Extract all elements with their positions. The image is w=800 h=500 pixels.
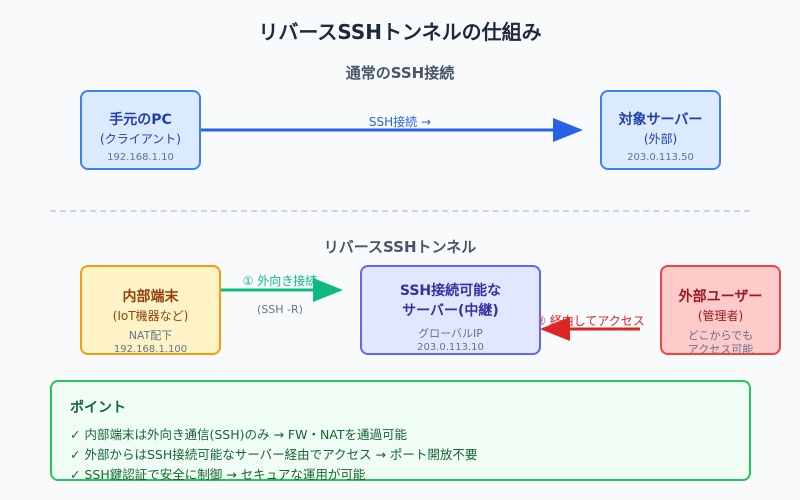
external-user-role: (管理者) (697, 309, 744, 323)
key-points-title: ポイント (70, 400, 126, 416)
client-pc-role: (クライアント) (100, 132, 181, 146)
key-points-box: ポイント ✓ 内部端末は外向き通信(SSH)のみ → FW・NATを通過可能 ✓… (50, 380, 751, 482)
client-pc-node: 手元のPC (クライアント) 192.168.1.10 (80, 90, 201, 170)
key-point-item: ✓ 外部からはSSH接続可能なサーバー経由でアクセス → ポート開放不要 (70, 447, 478, 462)
internal-device-name: 内部端末 (122, 289, 179, 305)
target-server-name: 対象サーバー (618, 112, 703, 128)
relay-server-note: グローバルIP (418, 327, 483, 340)
internal-device-note: NAT配下 (128, 329, 173, 342)
outbound-connection-label: ① 外向き接続 (242, 274, 318, 288)
relay-server-name-line1: SSH接続可能な (399, 283, 502, 299)
internal-device-role: (IoT機器など) (112, 309, 189, 323)
key-point-item: ✓ SSH鍵認証で安全に制御 → セキュアな運用が可能 (70, 467, 366, 482)
ssh-r-label: (SSH -R) (257, 303, 303, 316)
client-pc-name: 手元のPC (109, 112, 172, 128)
target-server-node: 対象サーバー (外部) 203.0.113.50 (600, 90, 721, 170)
relay-server-name-line2: サーバー(中継) (402, 303, 499, 319)
normal-ssh-section-title: 通常のSSH接続 (345, 64, 455, 82)
ssh-connection-label: SSH接続 → (368, 115, 432, 129)
internal-device-ip: 192.168.1.100 (113, 344, 188, 355)
relay-server-node: SSH接続可能な サーバー(中継) グローバルIP 203.0.113.10 (360, 265, 541, 355)
key-point-item: ✓ 内部端末は外向き通信(SSH)のみ → FW・NATを通過可能 (70, 427, 408, 442)
internal-device-node: 内部端末 (IoT機器など) NAT配下 192.168.1.100 (80, 265, 221, 355)
external-user-node: 外部ユーザー (管理者) どこからでも アクセス可能 (660, 265, 781, 355)
relay-access-label: ② 経由してアクセス (535, 314, 645, 328)
external-user-note-line2: アクセス可能 (687, 343, 754, 355)
client-pc-ip: 192.168.1.10 (107, 152, 174, 163)
section-divider (50, 210, 750, 212)
target-server-ip: 203.0.113.50 (627, 152, 694, 163)
target-server-role: (外部) (643, 132, 678, 146)
reverse-ssh-section-title: リバースSSHトンネル (323, 238, 477, 256)
external-user-name: 外部ユーザー (678, 289, 763, 305)
diagram-title: リバースSSHトンネルの仕組み (258, 20, 542, 44)
external-user-note-line1: どこからでも (687, 329, 754, 342)
relay-server-ip: 203.0.113.10 (417, 342, 484, 353)
